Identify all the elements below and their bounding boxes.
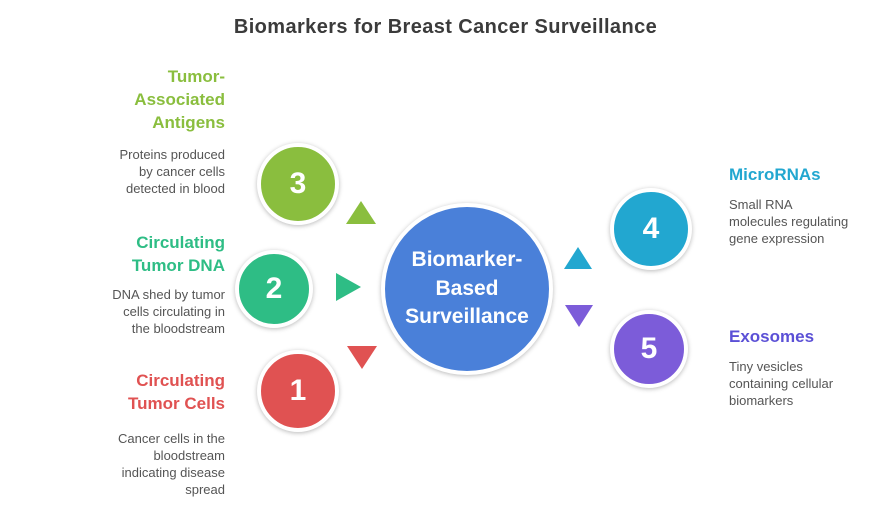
node-number-1: 1 [289, 374, 307, 407]
triangle-down-red-icon [347, 346, 377, 369]
triangle-up-green-icon [346, 201, 376, 224]
node-number-5: 5 [640, 332, 658, 365]
description-circulating-tumor-cells: Cancer cells in the bloodstream indicati… [118, 431, 225, 498]
triangle-right-teal-icon [336, 273, 361, 301]
node-number-4: 4 [642, 212, 660, 245]
label-circulating-tumor-dna: Circulating Tumor DNA [131, 233, 225, 275]
node-circle-4: 4 [610, 188, 692, 270]
center-hub-label: Biomarker- Based Surveillance [405, 247, 529, 329]
page-title: Biomarkers for Breast Cancer Surveillanc… [233, 16, 658, 38]
label-micrornas: MicroRNAs [729, 165, 821, 184]
node-circle-2: 2 [235, 250, 313, 328]
node-number-2: 2 [265, 272, 283, 305]
description-circulating-tumor-dna: DNA shed by tumor cells circulating in t… [112, 287, 225, 337]
triangle-up-cyan-icon [564, 247, 592, 269]
label-circulating-tumor-cells: Circulating Tumor Cells [128, 371, 225, 413]
description-tumor-associated-antigens: Proteins produced by cancer cells detect… [119, 147, 225, 197]
node-circle-1: 1 [257, 350, 339, 432]
node-number-3: 3 [289, 167, 307, 200]
triangle-down-purple-icon [565, 305, 593, 327]
label-exosomes: Exosomes [729, 327, 815, 346]
description-micrornas: Small RNA molecules regulating gene expr… [729, 197, 849, 247]
label-tumor-associated-antigens: Tumor- Associated Antigens [134, 67, 225, 132]
node-circle-3: 3 [257, 143, 339, 225]
node-circle-5: 5 [610, 310, 688, 388]
description-exosomes: Tiny vesicles containing cellular biomar… [729, 359, 834, 409]
center-hub-circle: Biomarker- Based Surveillance [381, 203, 553, 375]
